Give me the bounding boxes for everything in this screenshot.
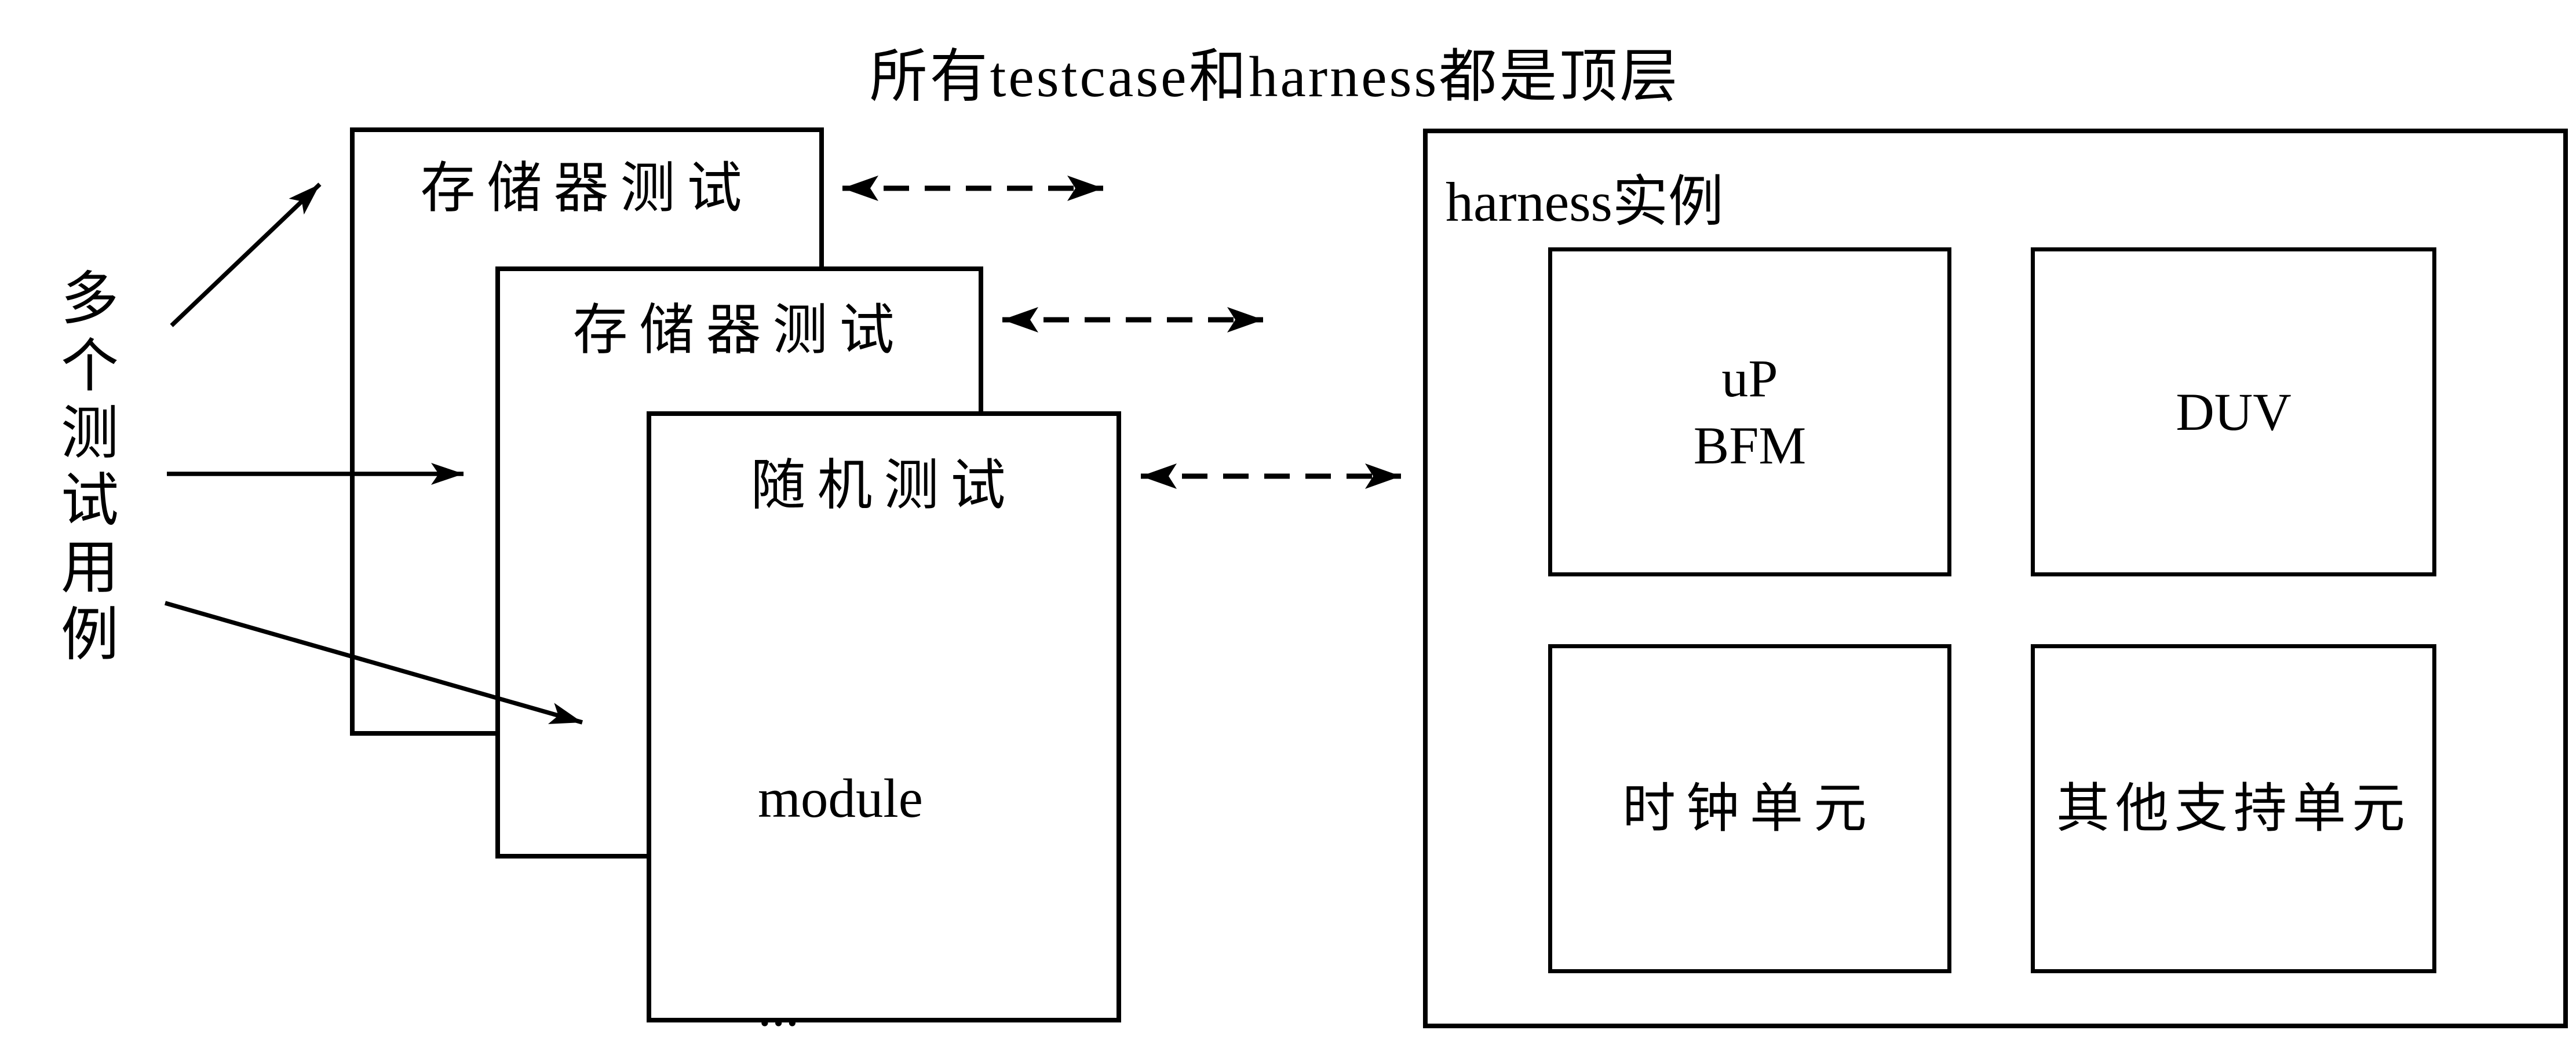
- testcase-sheet-random: 随机测试 module ... endmodule: [647, 411, 1121, 1038]
- unit-up-bfm-label: uP BFM: [1694, 345, 1806, 479]
- solid-arrow-to-sheet-1: [170, 182, 322, 327]
- harness-instance-box: harness实例 uP BFM DUV 时钟单元 其他支持单元: [1423, 129, 2568, 1028]
- code-line-ellipsis: ...: [758, 976, 800, 1038]
- verilog-code-block: module ... endmodule: [758, 624, 1002, 1052]
- testcase-label-memory-2: 存储器测试: [572, 299, 906, 361]
- unit-duv-box: DUV: [2031, 247, 2436, 576]
- unit-duv-label: DUV: [2176, 382, 2292, 441]
- harness-instance-label: harness实例: [1446, 171, 1724, 233]
- testcase-label-memory-1: 存储器测试: [420, 158, 754, 219]
- left-vertical-label: 多个测试用例: [52, 268, 116, 671]
- unit-other-support-label: 其他支持单元: [2056, 779, 2411, 838]
- unit-other-support-box: 其他支持单元: [2031, 644, 2436, 973]
- unit-up-bfm-line1: uP: [1721, 349, 1778, 408]
- unit-up-bfm-box: uP BFM: [1548, 247, 1951, 576]
- unit-clock-label: 时钟单元: [1622, 779, 1877, 838]
- testcase-label-random: 随机测试: [750, 455, 1017, 516]
- diagram-title: 所有testcase和harness都是顶层: [869, 45, 1680, 109]
- unit-clock-box: 时钟单元: [1548, 644, 1951, 973]
- unit-up-bfm-line2: BFM: [1693, 416, 1807, 475]
- code-line-module: module: [758, 768, 923, 829]
